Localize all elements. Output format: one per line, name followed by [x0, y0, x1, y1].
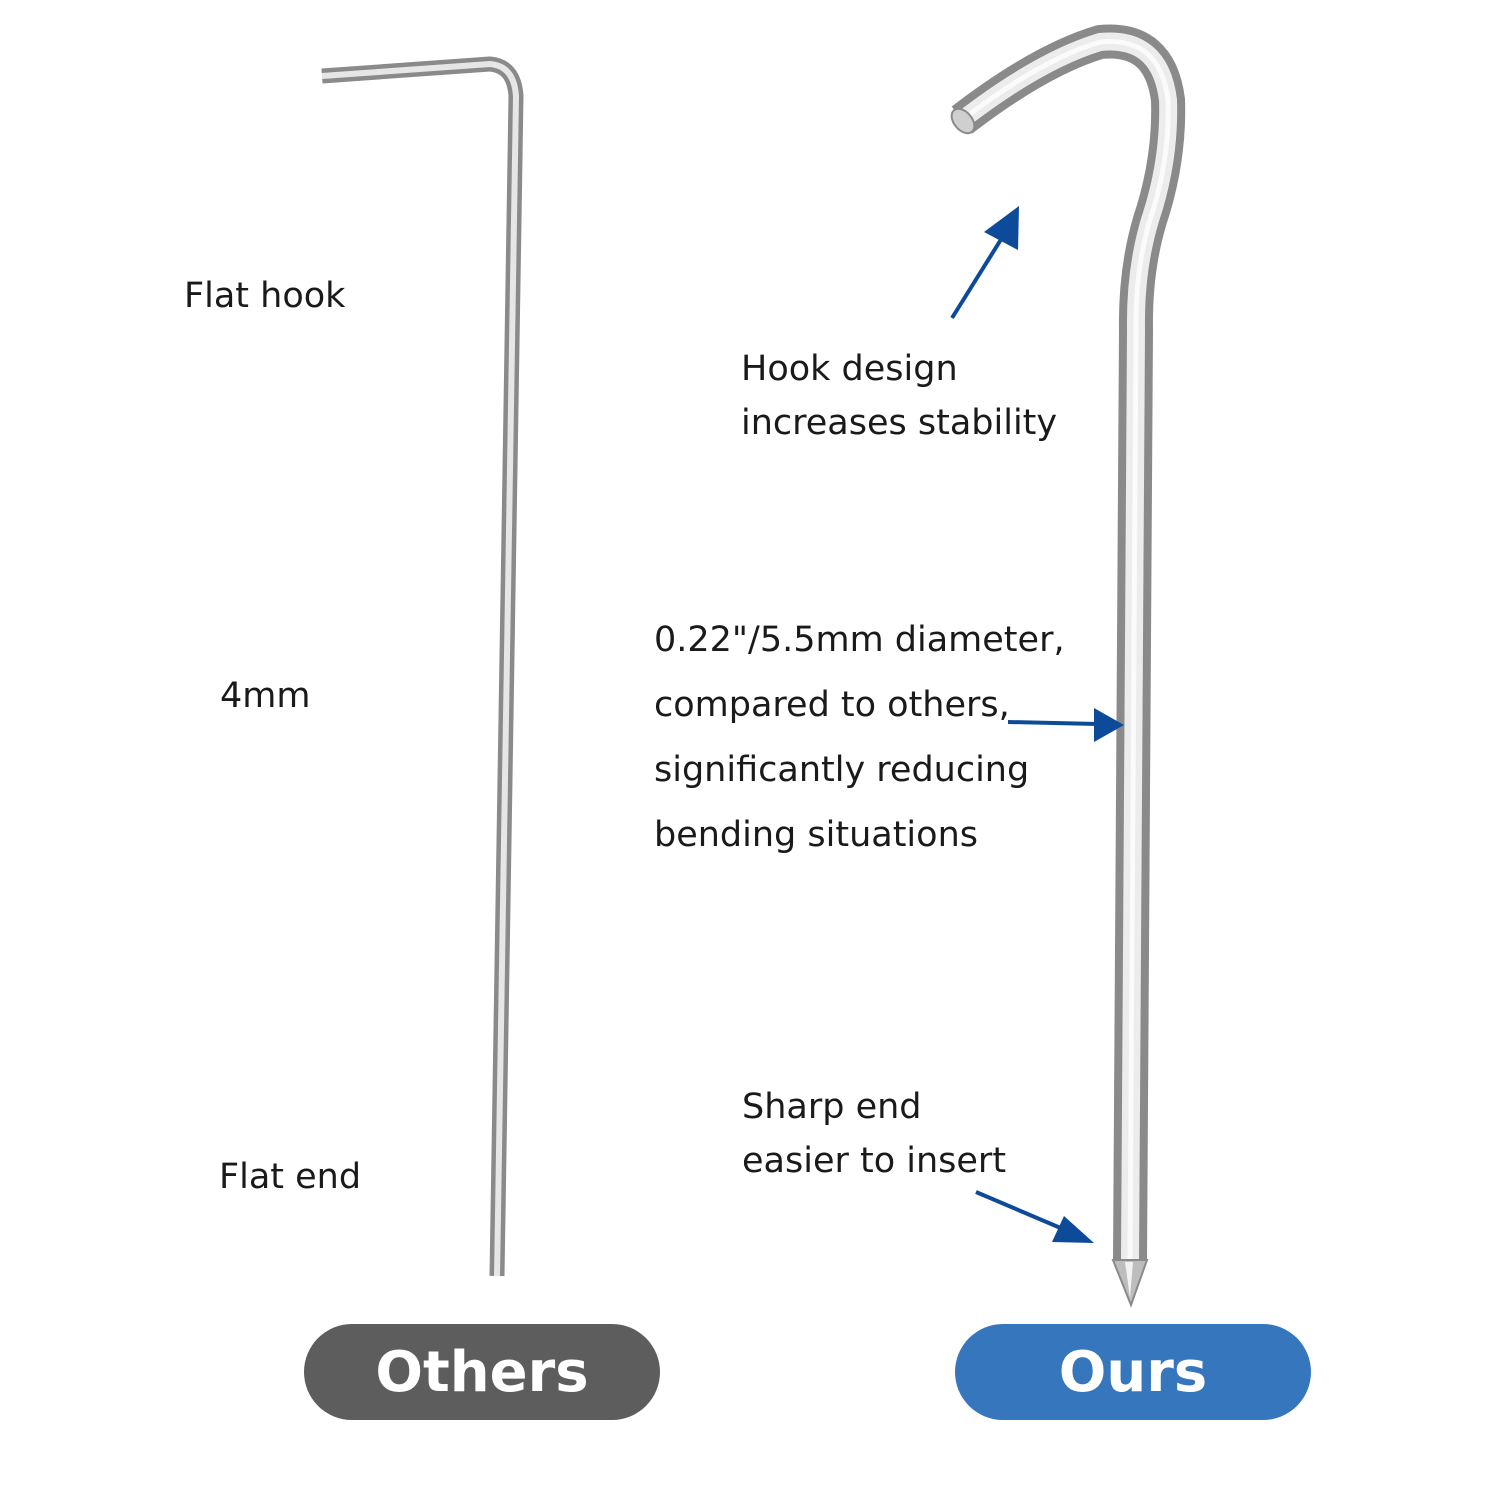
ours-hook-label: Hook design increases stability: [741, 342, 1057, 450]
ours-hook-line: increases stability: [741, 403, 1058, 443]
ours-diameter-line: bending situations: [654, 815, 978, 855]
ours-hook-line: Hook design: [741, 349, 958, 389]
ours-diameter-label: 0.22"/5.5mm diameter, compared to others…: [654, 608, 1065, 868]
ours-diameter-line: significantly reducing: [654, 750, 1030, 790]
arrow-diameter-head: [1094, 708, 1124, 742]
ours-end-line: easier to insert: [742, 1141, 1007, 1181]
ours-stake: [950, 24, 1186, 1308]
ours-diameter-line: compared to others,: [654, 685, 1010, 725]
others-badge: Others: [304, 1324, 660, 1420]
ours-end-label: Sharp end easier to insert: [742, 1080, 1006, 1188]
ours-end-line: Sharp end: [742, 1087, 922, 1127]
ours-badge: Ours: [955, 1324, 1311, 1420]
others-stake: [321, 56, 524, 1277]
arrow-diameter: [1007, 720, 1099, 726]
others-end-label: Flat end: [219, 1157, 362, 1197]
others-hook-label: Flat hook: [184, 276, 346, 316]
ours-diameter-line: 0.22"/5.5mm diameter,: [654, 620, 1065, 660]
arrow-sharp-end: [975, 1190, 1071, 1234]
arrow-sharp-end-head: [1052, 1216, 1094, 1243]
arrow-hook-head: [984, 206, 1019, 250]
others-diameter-label: 4mm: [220, 676, 311, 716]
